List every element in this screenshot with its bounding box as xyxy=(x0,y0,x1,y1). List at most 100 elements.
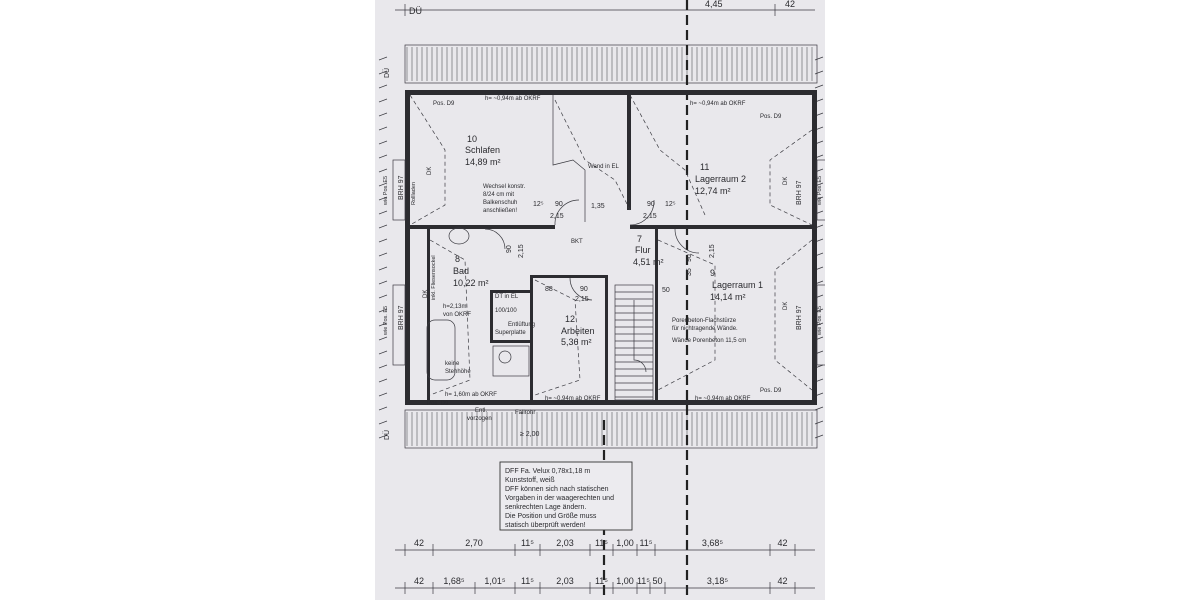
pos-d9-top-left: Pos. D9 xyxy=(433,101,455,107)
dimension-label: 42 xyxy=(414,576,424,586)
height-note-top-left: h= ~0,94m ab OKRF xyxy=(485,96,541,102)
wechsel-note-2: 8/24 cm mit xyxy=(483,192,514,198)
dimension-label: 11⁵ xyxy=(595,576,608,586)
note-line-3: DFF können sich nach statischen xyxy=(505,486,609,493)
door-lager2-reveal: 12⁵ xyxy=(665,201,676,208)
dk-label-1: DK xyxy=(427,167,433,175)
dimension-label: 3,68⁵ xyxy=(702,538,724,548)
note-line-5: senkrechten Lage ändern. xyxy=(505,504,586,511)
brh-left-1-sub: wie Pos. E5 xyxy=(383,176,389,206)
room-lager1-number: 9 xyxy=(710,268,715,278)
dimension-label: 11⁵ xyxy=(521,576,534,586)
bathtub-fixture xyxy=(426,319,456,381)
note-line-6: Die Position und Größe muss xyxy=(505,513,597,520)
brh-right-1-sub: wie Pos. E5 xyxy=(817,176,823,206)
door-arbeiten-88: 88 xyxy=(545,286,553,293)
height-213-note-2: von OKRF xyxy=(443,312,471,318)
toilet-fixture xyxy=(448,227,470,245)
height-note-bottom-left: h= 1,60m ab OKRF xyxy=(445,392,497,398)
room-arbeiten-number: 12 xyxy=(565,314,575,324)
bkt-label: BKT xyxy=(571,239,583,245)
note-line-4: Vorgaben in der waagerechten und xyxy=(505,495,614,502)
roof-hatch-bottom xyxy=(404,409,818,449)
door-bad-height: 2,15 xyxy=(518,244,525,258)
room-lager1-area: 14,14 m² xyxy=(710,292,746,302)
room-lager2-number: 11 xyxy=(700,162,709,172)
door-schlafen-width: 90 xyxy=(555,201,563,208)
wechsel-note-4: anschließen! xyxy=(483,208,517,214)
dimension-label: 11⁵ xyxy=(637,576,650,586)
dk-label-3: DK xyxy=(423,290,429,298)
room-arbeiten-name: Arbeiten xyxy=(561,326,595,336)
keine-note-1: keine xyxy=(445,361,460,367)
room-schlafen-name: Schlafen xyxy=(465,145,500,155)
door-lager2-height: 2,15 xyxy=(643,213,657,220)
pos-d9-top-right: Pos. D9 xyxy=(760,114,782,120)
door-schlafen-reveal: 12⁵ xyxy=(533,201,544,208)
height-note-bottom-right: h= ~0,94m ab OKRF xyxy=(695,396,751,402)
room-flur-number: 7 xyxy=(637,234,642,244)
dk-label-2: DK xyxy=(783,177,789,185)
height-note-bottom-mid: h= ~0,94m ab OKRF xyxy=(545,396,601,402)
room-flur-area: 4,51 m² xyxy=(633,257,664,267)
dimension-label: 42 xyxy=(777,576,787,586)
room-flur-name: Flur xyxy=(635,245,651,255)
brh-right-2-sub: wie Pos. E5 xyxy=(817,306,823,336)
wand-el-note: Wand in EL xyxy=(588,164,619,170)
min-dim-label: ≥ 2,00 xyxy=(520,431,540,438)
box-100-label: 100/100 xyxy=(495,308,517,314)
dk-label-4: DK xyxy=(783,302,789,310)
door-mid-width: 1,35 xyxy=(591,203,605,210)
entl-vorzogen-1: Entl. xyxy=(475,408,487,414)
dimension-label: 50 xyxy=(652,576,662,586)
room-lager2-name: Lagerraum 2 xyxy=(695,174,746,184)
porenbeton-note-3: Wände Porenbeton 11,5 cm xyxy=(672,338,746,344)
dimension-label: 2,03 xyxy=(556,576,574,586)
fallrohr-label: Fallrohr xyxy=(515,410,535,416)
dimension-label: 42 xyxy=(414,538,424,548)
dimension-label: 1,01⁵ xyxy=(484,576,506,586)
wechsel-note-1: Wechsel konstr. xyxy=(483,184,526,190)
dff-note-box: DFF Fa. Velux 0,78x1,18 m Kunststoff, we… xyxy=(499,461,633,531)
porenbeton-note-1: Porenbeton-Flachstürze xyxy=(672,318,737,324)
plan-sheet: DÜ 4,45 42 xyxy=(375,0,825,600)
pos-d9-bottom-left: Pos. D9 xyxy=(427,401,449,407)
wechsel-note-3: Balkenschuh xyxy=(483,200,517,206)
door-arbeiten-width: 90 xyxy=(580,286,588,293)
brh-right-1: BRH 97 xyxy=(796,180,803,205)
dimension-label: 1,68⁵ xyxy=(443,576,465,586)
note-line-1: DFF Fa. Velux 0,78x1,18 m xyxy=(505,468,590,475)
floor-plan: DÜ 4,45 42 xyxy=(378,0,825,600)
door-lager1-height: 2,15 xyxy=(709,244,716,258)
dimension-label: 3,18⁵ xyxy=(707,576,729,586)
dt-in-el-note: DT in EL xyxy=(495,294,519,300)
entlueftung-label: Entlüftung xyxy=(508,322,535,328)
top-width-main: 4,45 xyxy=(705,0,723,9)
room-lager2-area: 12,74 m² xyxy=(695,186,731,196)
door-lager1-width: 90 xyxy=(686,254,693,262)
dimension-label: 11⁵ xyxy=(521,538,534,548)
height-note-top-right: h= ~0,94m ab OKRF xyxy=(690,101,746,107)
roof-hatch-top xyxy=(404,44,818,84)
sink-fixture xyxy=(498,350,512,364)
entl-vorzogen-2: vorzogen xyxy=(467,416,492,422)
dimension-label: 1,00 xyxy=(616,576,634,586)
rollladen-label: Rollladen xyxy=(411,182,417,205)
door-schlafen-height: 2,15 xyxy=(550,213,564,220)
room-lager1-name: Lagerraum 1 xyxy=(712,280,763,290)
brh-right-2: BRH 97 xyxy=(796,305,803,330)
room-schlafen-area: 14,89 m² xyxy=(465,157,501,167)
du-left-bottom: DÜ xyxy=(383,430,391,440)
top-width-right: 42 xyxy=(785,0,795,9)
door-arbeiten-height: 2,15 xyxy=(575,296,589,303)
dimension-label: 42 xyxy=(777,538,787,548)
door-bad-width: 90 xyxy=(506,245,513,253)
room-schlafen-number: 10 xyxy=(467,134,477,144)
porenbeton-note-2: für nichtragende Wände. xyxy=(672,326,738,332)
note-line-2: Kunststoff, weiß xyxy=(505,477,555,484)
pos-d9-bottom-right: Pos. D9 xyxy=(760,388,782,394)
top-du-label: DÜ xyxy=(409,6,422,16)
dimension-label: 1,00 xyxy=(616,538,634,548)
